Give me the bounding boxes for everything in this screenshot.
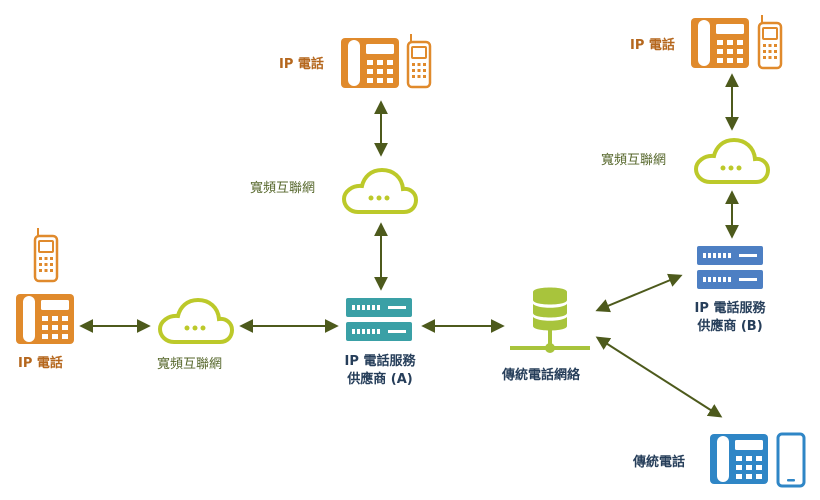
desk-phone-icon (339, 36, 401, 90)
cloud-icon (692, 136, 770, 186)
mobile-phone-icon (32, 226, 60, 284)
ip-phone-top-right-label: IP 電話 (630, 38, 675, 53)
smartphone-icon (776, 432, 806, 488)
provider-b-label: IP 電話服務 供應商 (B) (670, 300, 790, 335)
arrow-pstn-traditional-phone (595, 336, 723, 418)
server-icon (695, 244, 765, 292)
desk-phone-icon (689, 16, 751, 70)
broadband-top-right-label: 寬頻互聯網 (601, 153, 667, 168)
provider-b-label-line1: IP 電話服務 (694, 301, 766, 316)
cloud-icon (156, 296, 234, 346)
desk-phone-icon (708, 432, 770, 486)
ip-phone-top-label: IP 電話 (279, 57, 324, 72)
provider-b-label-line2: 供應商 (B) (697, 318, 763, 334)
provider-a-label-line2: 供應商 (A) (347, 371, 413, 387)
ip-phone-left-label: IP 電話 (18, 356, 63, 371)
desk-phone-icon (14, 292, 76, 346)
broadband-left-label: 寬頻互聯網 (157, 357, 223, 372)
database-icon (508, 284, 592, 358)
pstn-label: 傳統電話網絡 (502, 368, 581, 383)
server-icon (344, 296, 414, 344)
mobile-phone-icon (405, 32, 433, 90)
mobile-phone-icon (756, 13, 784, 71)
provider-a-label: IP 電話服務 供應商 (A) (320, 353, 440, 388)
traditional-phone-label: 傳統電話 (633, 455, 686, 470)
broadband-top-label: 寬頻互聯網 (250, 181, 316, 196)
arrow-pstn-provider-b (595, 273, 683, 313)
cloud-icon (340, 166, 418, 216)
provider-a-label-line1: IP 電話服務 (344, 354, 416, 369)
